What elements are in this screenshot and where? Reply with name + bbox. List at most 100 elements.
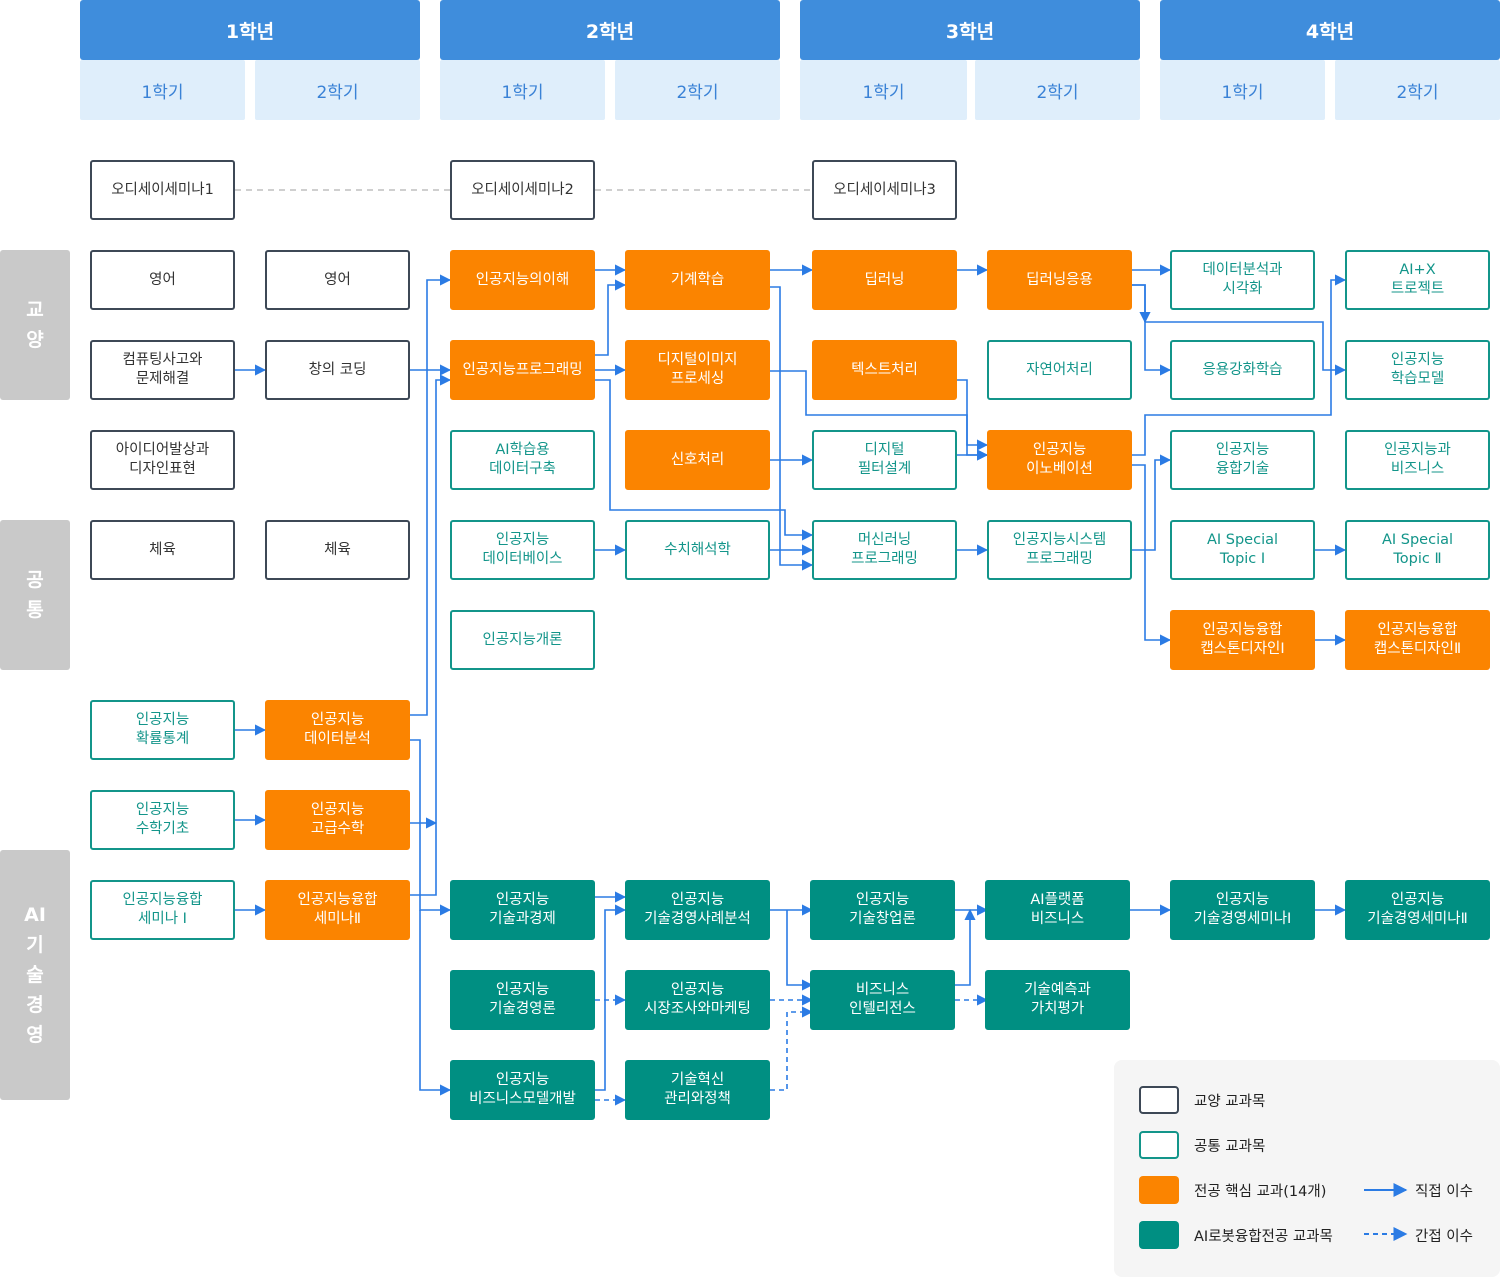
course-label-line: 인공지능 bbox=[855, 892, 910, 908]
course-sig: 신호처리 bbox=[625, 430, 770, 490]
course-s3: 오디세이세미나3 bbox=[812, 160, 957, 220]
course-pe1: 체육 bbox=[90, 520, 235, 580]
category-char: 기 bbox=[26, 934, 44, 956]
semester-header: 2학기 bbox=[255, 60, 420, 120]
legend: 교양 교과목 공통 교과목 전공 핵심 교과(14개) AI로봇융합전공 교과목… bbox=[1114, 1060, 1500, 1277]
category-ai-tech-mgmt: AI 기 술 경 영 bbox=[0, 850, 70, 1100]
course-label-line: AI학습용 bbox=[495, 442, 550, 458]
course-label-line: 영어 bbox=[324, 271, 351, 288]
course-label-line: 텍스트처리 bbox=[851, 361, 918, 378]
course-label-line: 딥러닝 bbox=[864, 271, 905, 288]
legend-label-ai: AI로봇융합전공 교과목 bbox=[1194, 1229, 1333, 1245]
course-label-line: 인공지능시스템 bbox=[1012, 532, 1107, 548]
course-label-line: 융합기술 bbox=[1215, 461, 1270, 477]
course-label-line: 인공지능과 bbox=[1384, 442, 1451, 458]
direct-link bbox=[770, 370, 989, 451]
course-nlp: 자연어처리 bbox=[987, 340, 1132, 400]
course-label-line: 체육 bbox=[324, 541, 351, 558]
course-label-line: 딥러닝응용 bbox=[1026, 271, 1093, 288]
course-s2: 오디세이세미나2 bbox=[450, 160, 595, 220]
course-label-line: 인공지능융합 bbox=[297, 892, 378, 908]
course-label-line: 시장조사와마케팅 bbox=[644, 1001, 751, 1017]
course-en2: 영어 bbox=[265, 250, 410, 310]
course-label-line: 인공지능 bbox=[495, 982, 550, 998]
course-label-line: AI Special bbox=[1206, 532, 1279, 548]
course-label-line: 창의 코딩 bbox=[308, 361, 367, 378]
category-char: 양 bbox=[26, 329, 44, 351]
course-pe2: 체육 bbox=[265, 520, 410, 580]
course-label-line: 인공지능 bbox=[495, 1072, 550, 1088]
course-label-line: 시각화 bbox=[1222, 281, 1263, 297]
direct-link bbox=[1132, 284, 1172, 376]
course-label-line: 기술창업론 bbox=[849, 911, 916, 927]
course-label-line: 인텔리전스 bbox=[849, 1001, 916, 1017]
direct-link bbox=[410, 739, 452, 916]
course-aiintro: 인공지능개론 bbox=[450, 610, 595, 670]
year-header-2: 2학년 bbox=[440, 0, 780, 60]
course-label-line: 비즈니스 bbox=[1030, 911, 1085, 927]
legend-swatch-common bbox=[1139, 1131, 1179, 1159]
course-label-line: 수학기초 bbox=[135, 821, 190, 837]
direct-link bbox=[786, 910, 814, 991]
course-label-line: 확률통계 bbox=[135, 731, 190, 747]
direct-link bbox=[955, 908, 976, 986]
direct-link bbox=[410, 274, 452, 716]
indirect-link bbox=[770, 1006, 814, 1091]
course-label-line: 체육 bbox=[149, 541, 176, 558]
category-char: 공 bbox=[26, 569, 44, 591]
course-label-line: 이노베이션 bbox=[1026, 461, 1093, 477]
course-label-line: 디자인표현 bbox=[129, 461, 196, 477]
course-label-line: AI플랫폼 bbox=[1030, 892, 1085, 908]
course-aiu: 인공지능의이해 bbox=[450, 250, 595, 310]
direct-link bbox=[1145, 321, 1347, 376]
course-label-line: 캡스톤디자인Ⅰ bbox=[1200, 641, 1285, 657]
course-label-line: 기술경영세미나Ⅰ bbox=[1193, 911, 1292, 927]
course-label-line: 캡스톤디자인Ⅱ bbox=[1373, 641, 1462, 657]
course-label-line: 인공지능 bbox=[495, 892, 550, 908]
category-char: 영 bbox=[26, 1024, 44, 1046]
course-label-line: 머신러닝 bbox=[857, 532, 912, 548]
course-label-line: 인공지능개론 bbox=[482, 631, 563, 648]
course-label-line: 컴퓨팅사고와 bbox=[122, 352, 203, 368]
semester-header: 1학기 bbox=[800, 60, 967, 120]
legend-swatch-ai bbox=[1139, 1221, 1179, 1249]
year-header-1: 1학년 bbox=[80, 0, 420, 60]
legend-label-core: 전공 핵심 교과(14개) bbox=[1194, 1184, 1327, 1200]
course-label-line: 고급수학 bbox=[310, 821, 365, 837]
course-label-line: 필터설계 bbox=[857, 461, 912, 477]
course-label-line: 프로그래밍 bbox=[1026, 551, 1093, 567]
category-char: 술 bbox=[26, 964, 44, 986]
course-label-line: 인공지능 bbox=[310, 802, 365, 818]
course-label-line: 오디세이세미나2 bbox=[471, 181, 574, 198]
course-label-line: 가치평가 bbox=[1030, 1001, 1085, 1017]
course-label-line: AI Special bbox=[1381, 532, 1454, 548]
category-char: 통 bbox=[26, 599, 44, 621]
course-label-line: 인공지능융합 bbox=[1377, 622, 1458, 638]
course-label-line: 인공지능 bbox=[1032, 442, 1087, 458]
course-label-line: 인공지능융합 bbox=[1202, 622, 1283, 638]
category-char: 교 bbox=[26, 299, 44, 321]
course-label-line: 인공지능프로그래밍 bbox=[462, 361, 583, 378]
course-aip: 인공지능프로그래밍 bbox=[450, 340, 595, 400]
course-dl: 딥러닝 bbox=[812, 250, 957, 310]
course-label-line: 관리와정책 bbox=[664, 1091, 731, 1107]
